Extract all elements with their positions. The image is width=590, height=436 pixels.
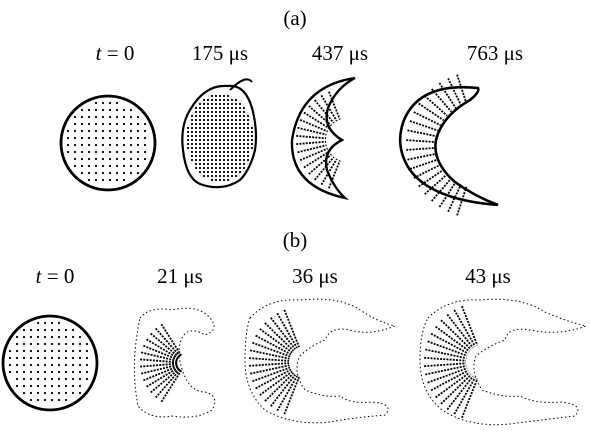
panel-a-time-1: 175 μs xyxy=(192,41,248,65)
panel-a-drop-175us xyxy=(182,79,256,187)
panel-b-drop-43us xyxy=(420,299,586,425)
panel-b-time-2: 36 μs xyxy=(292,264,338,288)
panel-b-drop-t0 xyxy=(3,316,97,410)
panel-b-label: (b) xyxy=(283,228,308,252)
panel-a: (a) t = 0 175 μs 437 μs 763 μs xyxy=(61,6,523,215)
panel-b-time-1: 21 μs xyxy=(157,264,203,288)
panel-b-time-3: 43 μs xyxy=(465,264,511,288)
panel-b: (b) t = 0 21 μs 36 μs 43 μs xyxy=(3,228,586,425)
panel-a-time-0: t = 0 xyxy=(96,41,135,65)
panel-b-time-0: t = 0 xyxy=(36,264,75,288)
panel-a-drop-763us xyxy=(400,75,498,216)
panel-b-drop-21us xyxy=(134,308,214,417)
panel-a-drop-437us xyxy=(292,78,355,198)
panel-a-time-3: 763 μs xyxy=(467,41,523,65)
panel-a-time-2: 437 μs xyxy=(312,41,368,65)
panel-a-label: (a) xyxy=(283,6,306,30)
panel-a-drop-t0 xyxy=(61,96,155,190)
panel-b-drop-36us xyxy=(245,299,395,423)
